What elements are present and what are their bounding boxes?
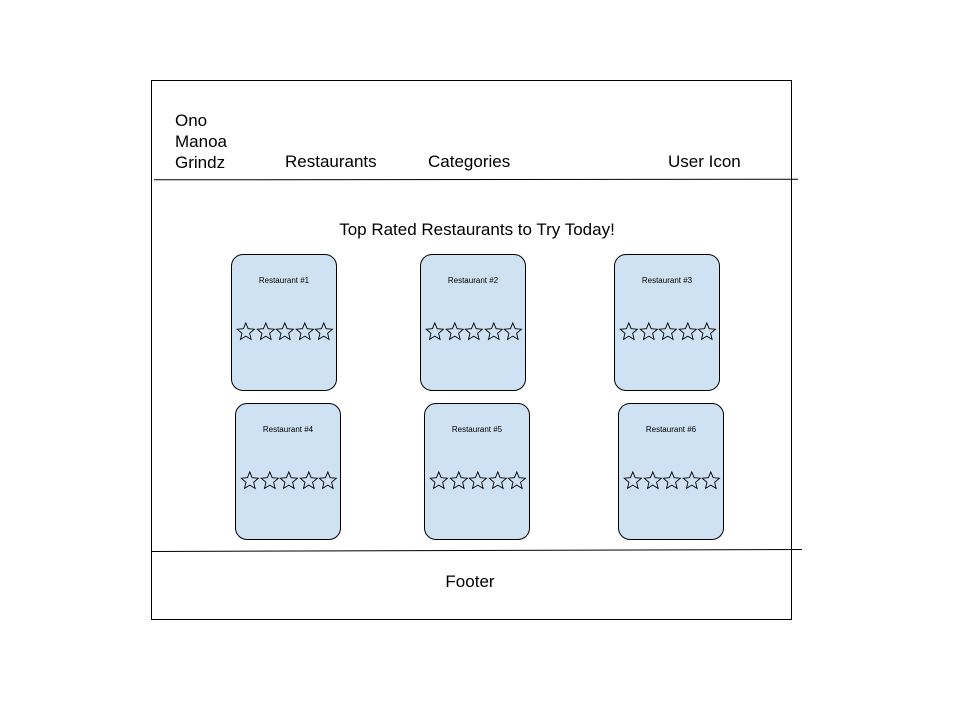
star-outline-icon[interactable] [318, 470, 338, 491]
star-outline-icon[interactable] [697, 321, 717, 342]
restaurant-card[interactable]: Restaurant #2 [420, 254, 526, 391]
star-outline-icon[interactable] [275, 321, 295, 342]
brand-logo[interactable]: Ono Manoa Grindz [175, 110, 227, 173]
star-outline-icon[interactable] [444, 321, 465, 342]
restaurant-card[interactable]: Restaurant #1 [231, 254, 337, 391]
restaurant-card-title: Restaurant #5 [451, 425, 503, 434]
star-outline-icon[interactable] [677, 321, 698, 342]
restaurant-card[interactable]: Restaurant #6 [618, 403, 724, 540]
nav-categories-link[interactable]: Categories [428, 152, 511, 171]
star-outline-icon[interactable] [483, 321, 504, 342]
brand-line: Manoa [175, 132, 227, 151]
restaurant-card-title: Restaurant #1 [258, 276, 310, 285]
star-outline-icon[interactable] [279, 470, 299, 491]
brand-line: Ono [175, 111, 208, 130]
user-icon[interactable]: User Icon [668, 152, 741, 171]
star-outline-icon[interactable] [425, 321, 445, 342]
star-rating[interactable] [236, 321, 334, 343]
page-frame [151, 80, 792, 620]
star-rating[interactable] [425, 321, 523, 343]
star-outline-icon[interactable] [448, 470, 469, 491]
star-outline-icon[interactable] [619, 321, 639, 342]
star-rating[interactable] [429, 470, 527, 492]
star-outline-icon[interactable] [507, 470, 527, 491]
star-outline-icon[interactable] [642, 470, 663, 491]
star-outline-icon[interactable] [429, 470, 449, 491]
star-rating[interactable] [619, 321, 717, 343]
star-outline-icon[interactable] [468, 470, 488, 491]
footer: Footer [445, 572, 495, 591]
star-outline-icon[interactable] [658, 321, 678, 342]
restaurant-card-title: Restaurant #4 [262, 425, 314, 434]
star-outline-icon[interactable] [259, 470, 280, 491]
brand-line: Grindz [175, 153, 226, 172]
star-outline-icon[interactable] [701, 470, 721, 491]
restaurant-card-title: Restaurant #2 [447, 276, 499, 285]
restaurant-card[interactable]: Restaurant #3 [614, 254, 720, 391]
restaurant-card-title: Restaurant #3 [641, 276, 693, 285]
star-outline-icon[interactable] [662, 470, 682, 491]
star-outline-icon[interactable] [623, 470, 643, 491]
star-outline-icon[interactable] [464, 321, 484, 342]
star-outline-icon[interactable] [240, 470, 260, 491]
star-outline-icon[interactable] [487, 470, 508, 491]
restaurant-card[interactable]: Restaurant #5 [424, 403, 530, 540]
star-rating[interactable] [623, 470, 721, 492]
star-outline-icon[interactable] [503, 321, 523, 342]
star-rating[interactable] [240, 470, 338, 492]
restaurant-card[interactable]: Restaurant #4 [235, 403, 341, 540]
star-outline-icon[interactable] [638, 321, 659, 342]
star-outline-icon[interactable] [236, 321, 256, 342]
restaurant-card-title: Restaurant #6 [645, 425, 697, 434]
star-outline-icon[interactable] [255, 321, 276, 342]
star-outline-icon[interactable] [681, 470, 702, 491]
page-title: Top Rated Restaurants to Try Today! [339, 220, 615, 239]
star-outline-icon[interactable] [298, 470, 319, 491]
nav-restaurants-link[interactable]: Restaurants [285, 152, 377, 171]
star-outline-icon[interactable] [314, 321, 334, 342]
star-outline-icon[interactable] [294, 321, 315, 342]
